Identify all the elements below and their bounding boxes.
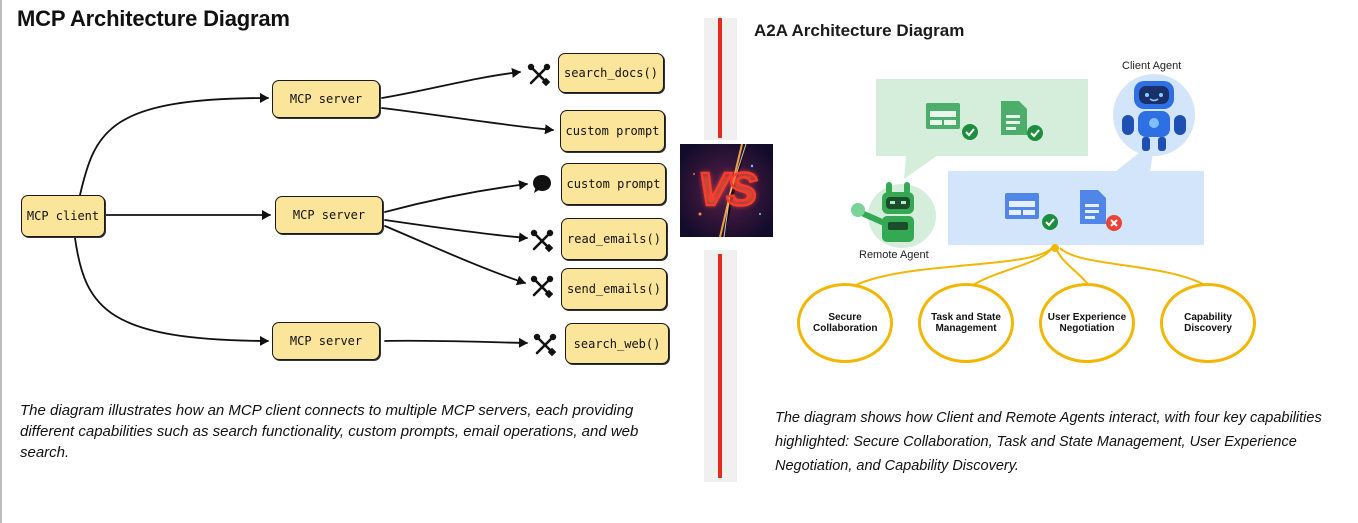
- mcp-server-node-1: MCP server: [272, 80, 380, 118]
- edge-s2-send-emails: [384, 225, 526, 286]
- tools-icon: [527, 63, 551, 87]
- capability-circle-secure-collaboration: Secure Collaboration: [797, 283, 893, 363]
- mcp-server-node-3: MCP server: [272, 322, 380, 360]
- task-form-icon: [1005, 193, 1058, 230]
- speech-bubble-icon: [533, 175, 551, 193]
- mcp-caption: The diagram illustrates how an MCP clien…: [20, 402, 639, 461]
- left-border: [0, 0, 2, 523]
- capability-circle-label: Task and State Management: [931, 312, 1001, 334]
- edge-s1-custom-prompt: [381, 107, 554, 135]
- mcp-server-node-2: MCP server: [275, 196, 383, 234]
- capability-node-custom-prompt-2: custom prompt: [561, 163, 666, 205]
- capability-node-search-docs: search_docs(): [558, 53, 664, 93]
- client-message-bubble: [876, 79, 1088, 179]
- remote-message-bubble: [948, 140, 1204, 245]
- capability-label: search_web(): [573, 336, 661, 351]
- mcp-title: MCP Architecture Diagram: [17, 6, 290, 31]
- capability-node-search-web: search_web(): [565, 323, 669, 364]
- edge-s2-read-emails: [384, 219, 528, 243]
- vs-badge: VS: [680, 144, 773, 237]
- capability-label: custom prompt: [566, 177, 661, 191]
- document-error-icon: [1080, 190, 1122, 231]
- edge-s1-search-docs: [381, 67, 521, 99]
- capability-circle-ux-negotiation: User Experience Negotiation: [1039, 283, 1135, 363]
- tools-icon: [533, 333, 557, 357]
- capability-label: custom prompt: [565, 124, 660, 138]
- client-agent-label: Client Agent: [1122, 60, 1182, 72]
- capability-label: send_emails(): [567, 282, 661, 296]
- vs-graphic: [680, 144, 773, 237]
- document-check-icon: [1001, 101, 1043, 141]
- capability-circle-capability-discovery: Capability Discovery: [1160, 283, 1256, 363]
- vs-text: VS: [697, 162, 759, 217]
- mcp-server-label: MCP server: [289, 92, 363, 106]
- edge-s2-custom-prompt: [384, 180, 528, 213]
- capability-node-custom-prompt-1: custom prompt: [560, 110, 665, 152]
- mcp-client-node: MCP client: [21, 195, 105, 237]
- edge-client-server-3: [74, 237, 269, 346]
- a2a-caption: The diagram shows how Client and Remote …: [775, 410, 1322, 474]
- mcp-server-label: MCP server: [292, 208, 366, 222]
- edge-s3-search-web: [384, 337, 528, 348]
- capability-circle-task-state: Task and State Management: [918, 283, 1014, 363]
- divider-top-line: [718, 18, 722, 138]
- capability-label: read_emails(): [567, 232, 661, 246]
- a2a-capability-connectors: [849, 244, 1211, 289]
- capability-node-read-emails: read_emails(): [561, 218, 667, 260]
- tools-icon: [530, 275, 554, 299]
- remote-agent-label: Remote Agent: [859, 249, 929, 261]
- capability-circle-label: Secure Collaboration: [813, 312, 878, 334]
- client-agent-robot-icon: [1113, 74, 1195, 156]
- task-form-icon: [926, 103, 978, 140]
- capability-circle-label: User Experience Negotiation: [1047, 312, 1127, 334]
- edge-client-server-1: [79, 93, 269, 196]
- mcp-connectors: [74, 67, 554, 348]
- divider-bottom-line: [718, 254, 722, 478]
- mcp-server-label: MCP server: [289, 334, 363, 348]
- tools-icon: [530, 229, 554, 253]
- capability-circle-label: Capability Discovery: [1184, 312, 1232, 334]
- capability-label: search_docs(): [564, 66, 658, 80]
- capability-node-send-emails: send_emails(): [561, 268, 667, 310]
- a2a-title: A2A Architecture Diagram: [754, 21, 965, 40]
- mcp-client-label: MCP client: [26, 209, 100, 223]
- remote-agent-robot-icon: [851, 182, 936, 248]
